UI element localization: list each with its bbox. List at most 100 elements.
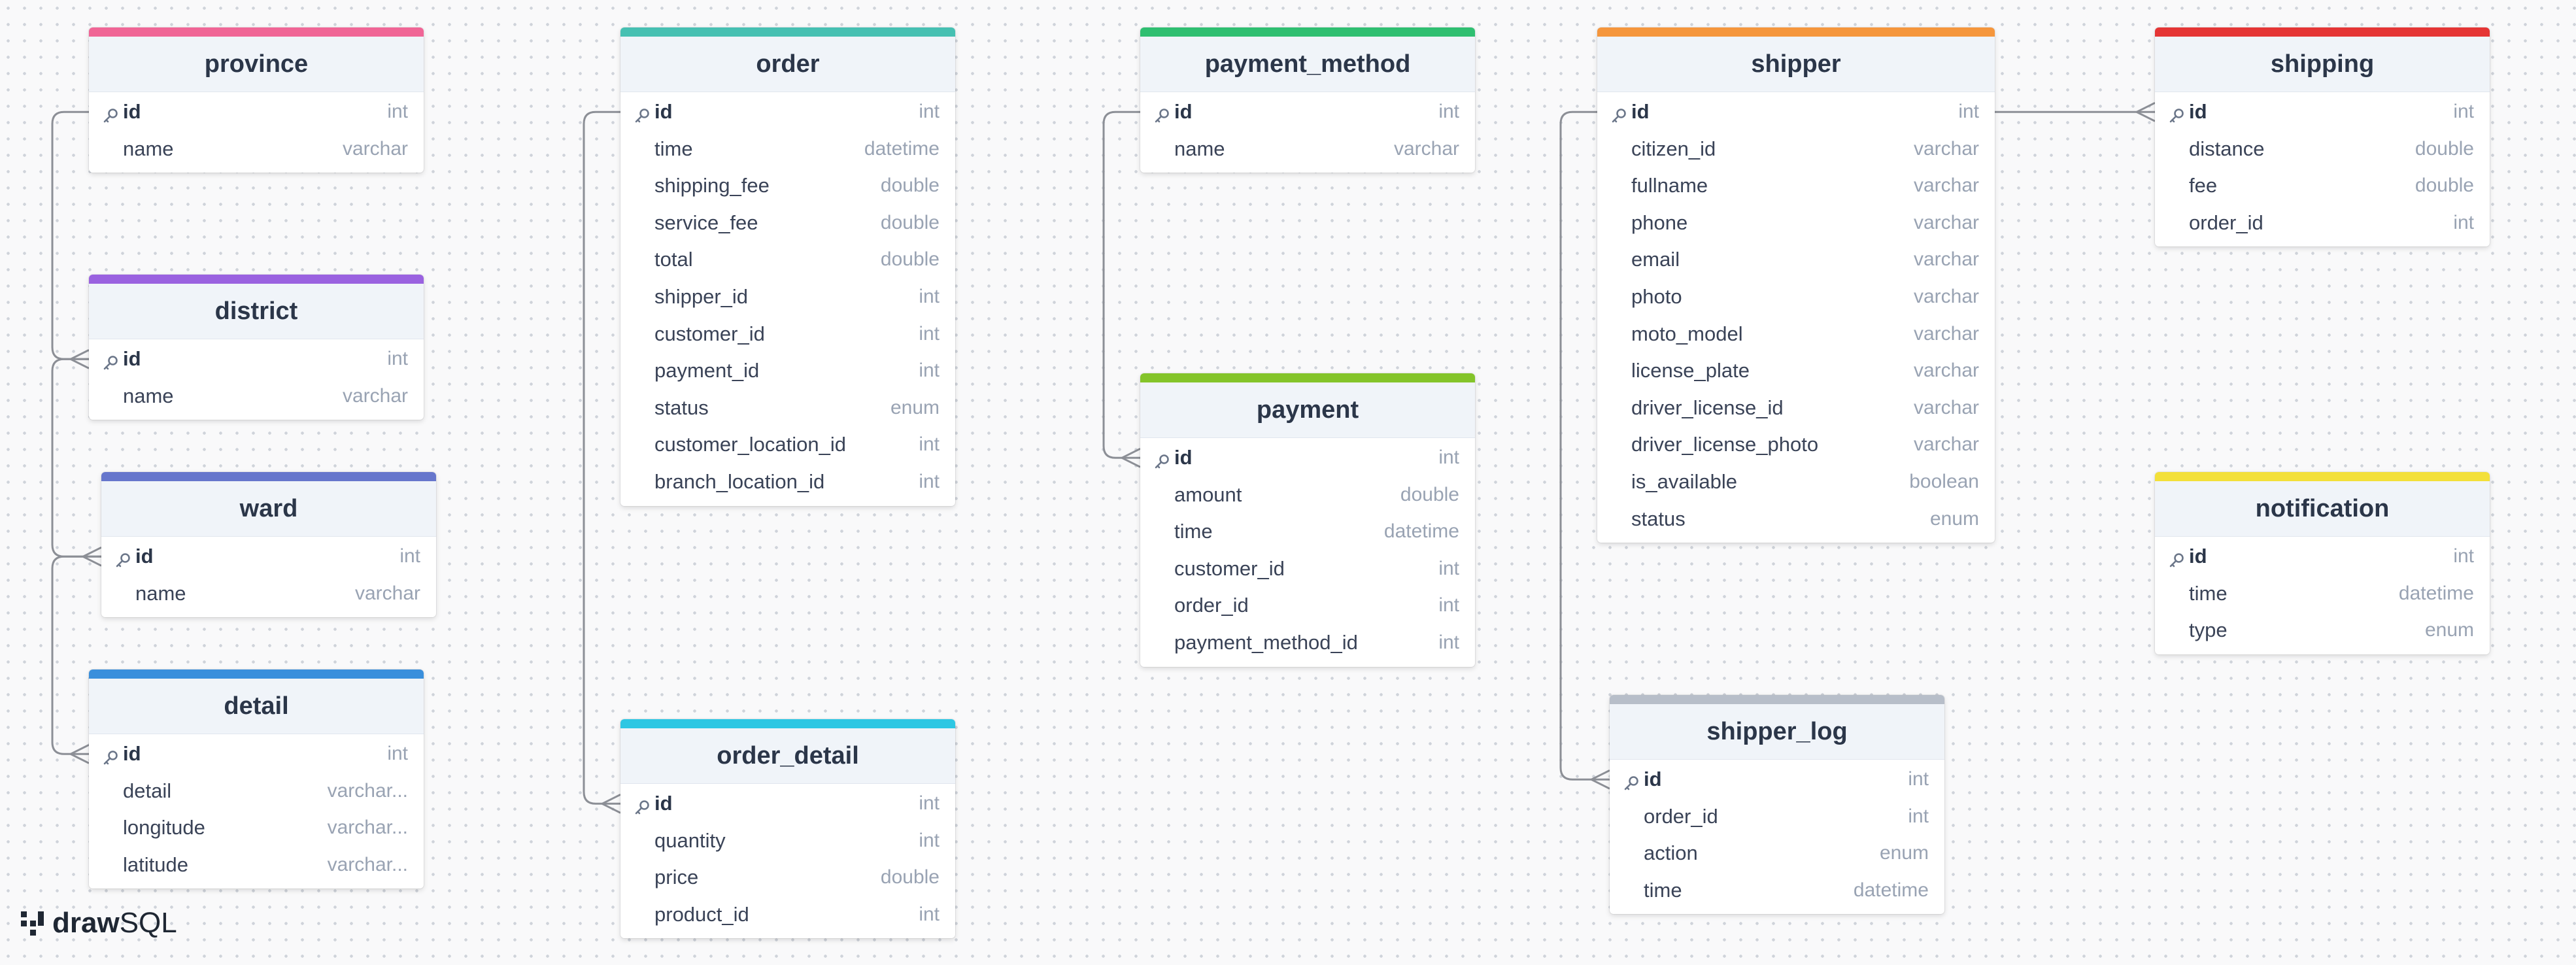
column-type: double — [2415, 137, 2474, 160]
column-type: double — [880, 866, 940, 889]
table-title[interactable]: payment_method — [1140, 37, 1475, 92]
table-title[interactable]: detail — [89, 679, 424, 734]
table-title[interactable]: notification — [2155, 481, 2490, 537]
table-title[interactable]: province — [89, 37, 424, 92]
column-name: order_id — [1174, 594, 1249, 617]
table-color-bar — [1610, 695, 1944, 704]
column-row[interactable]: order_id int — [1140, 587, 1475, 624]
table-title[interactable]: district — [89, 284, 424, 339]
column-name: email — [1631, 248, 1680, 271]
primary-key-icon — [2168, 103, 2185, 123]
column-type: int — [1438, 594, 1459, 617]
column-name: fee — [2189, 174, 2218, 197]
column-type: double — [2415, 175, 2474, 197]
column-type: varchar — [342, 137, 408, 160]
table-title[interactable]: shipper — [1597, 37, 1995, 92]
table-title[interactable]: payment — [1140, 382, 1475, 438]
column-name: type — [2189, 618, 2228, 642]
column-name: amount — [1174, 482, 1242, 506]
column-type: int — [2453, 211, 2474, 233]
table-title[interactable]: shipper_log — [1610, 704, 1944, 760]
column-name: driver_license_photo — [1631, 433, 1819, 456]
primary-key-icon — [102, 350, 119, 370]
table-title[interactable]: shipping — [2155, 37, 2490, 92]
column-row[interactable]: fee double — [2155, 167, 2490, 205]
table-title[interactable]: ward — [101, 481, 436, 537]
table-title[interactable]: order — [620, 37, 955, 92]
column-name: time — [2189, 581, 2228, 605]
table-title[interactable]: order_detail — [620, 728, 955, 784]
column-name: id — [123, 100, 141, 123]
table-color-bar — [620, 719, 955, 728]
column-name: id — [1174, 446, 1193, 469]
